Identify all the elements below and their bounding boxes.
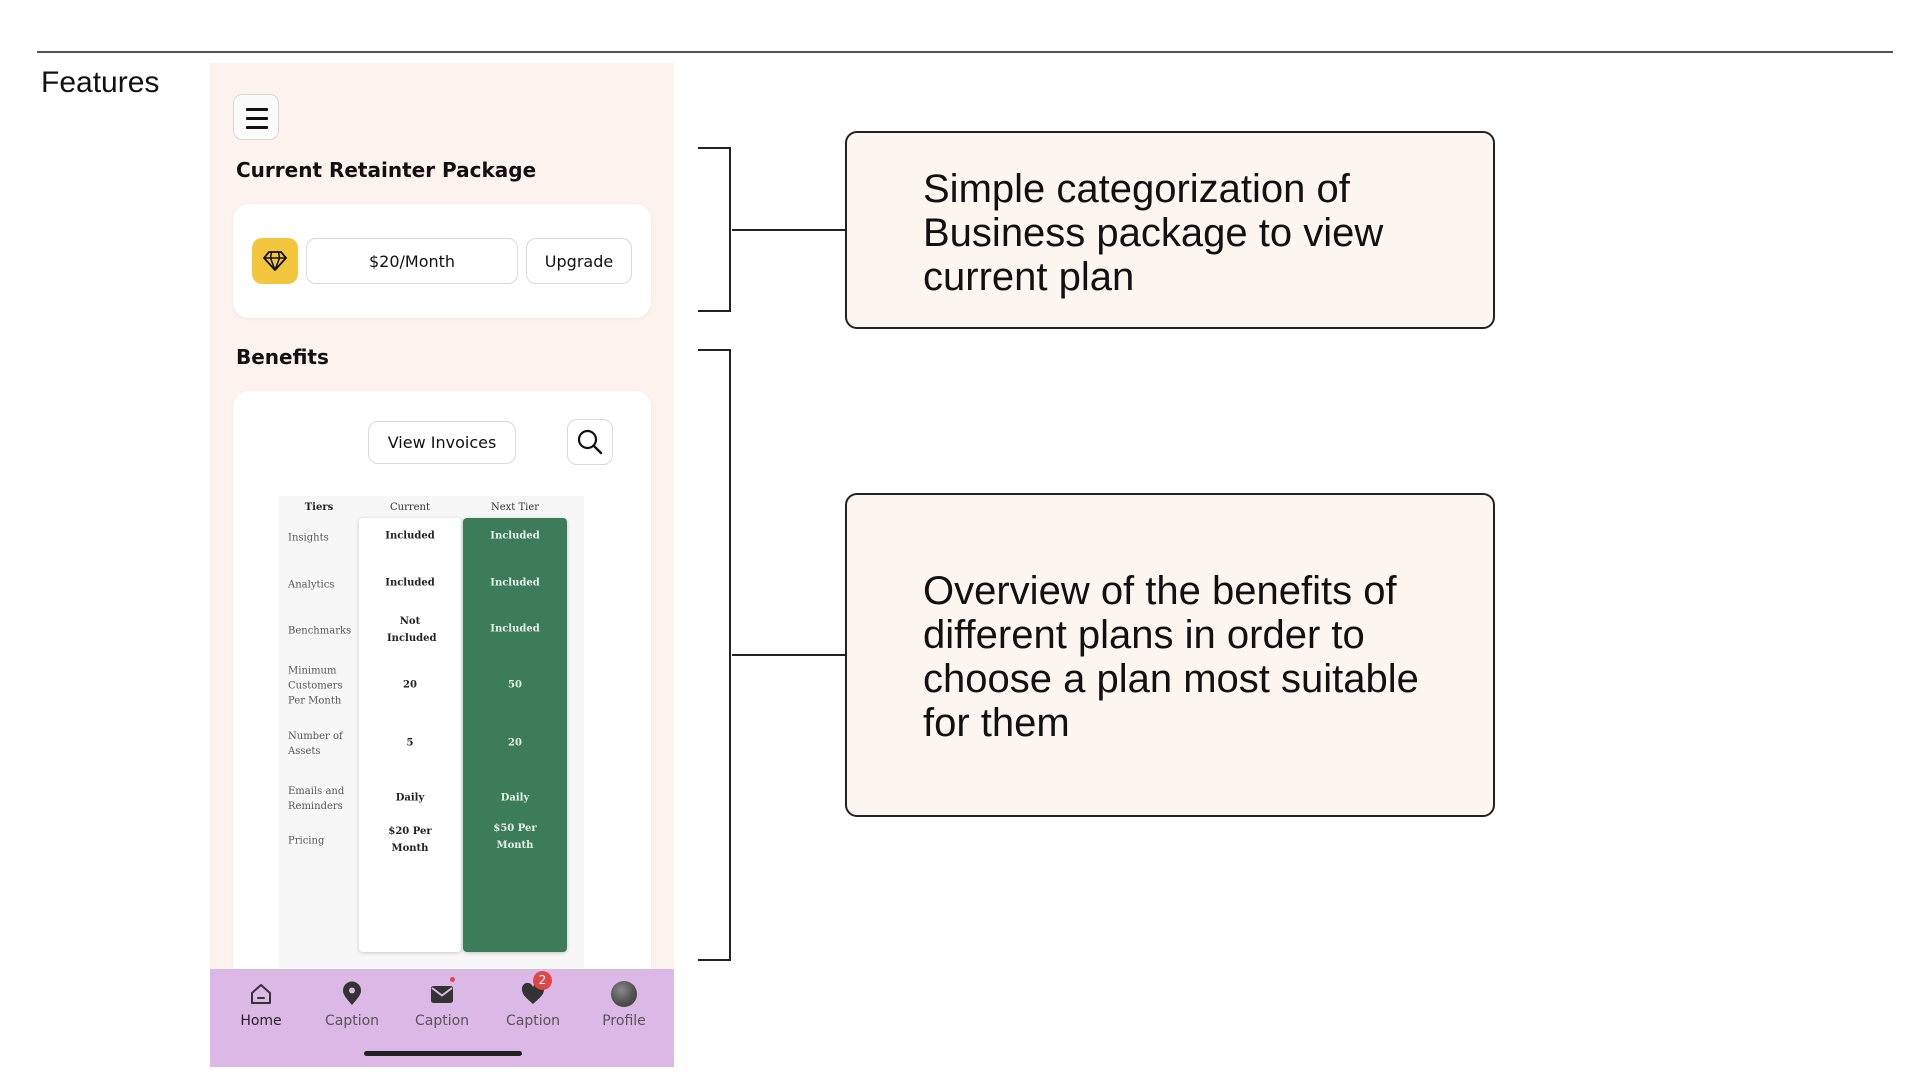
heart-icon: 2 bbox=[518, 971, 552, 1009]
next-tier-value: $50 Per Month bbox=[493, 823, 537, 851]
nav-caption-mail[interactable]: Caption bbox=[402, 977, 482, 1039]
phone-mockup: Current Retainter Package $20/Month Upgr… bbox=[210, 63, 674, 1067]
section-label: Features bbox=[41, 66, 160, 99]
next-tier-column bbox=[463, 518, 567, 952]
nav-label: Caption bbox=[324, 1013, 380, 1029]
annotation-connector bbox=[732, 654, 845, 656]
current-value: 20 bbox=[403, 679, 417, 691]
nav-label: Home bbox=[240, 1013, 282, 1029]
nav-home[interactable]: Home bbox=[221, 979, 301, 1039]
retainer-title: Current Retainter Package bbox=[236, 158, 537, 182]
notification-dot bbox=[450, 977, 455, 982]
next-tier-value: Included bbox=[490, 623, 540, 635]
header-current: Current bbox=[389, 502, 431, 513]
nav-label: Profile bbox=[602, 1013, 646, 1029]
tier-comparison-table: Tiers Current Next Tier Insights Include… bbox=[279, 496, 584, 968]
next-tier-value: 20 bbox=[508, 737, 522, 749]
top-divider bbox=[37, 51, 1893, 53]
nav-label: Caption bbox=[414, 1013, 470, 1029]
current-value: Included bbox=[385, 577, 435, 589]
benefits-title: Benefits bbox=[236, 345, 329, 369]
hamburger-icon-bar bbox=[246, 126, 268, 129]
annotation-bracket bbox=[698, 349, 731, 961]
menu-button[interactable] bbox=[233, 94, 279, 140]
home-icon bbox=[246, 979, 276, 1009]
hamburger-icon bbox=[246, 108, 268, 111]
next-tier-value: Included bbox=[490, 577, 540, 589]
location-pin-icon bbox=[337, 979, 367, 1009]
annotation-bracket bbox=[698, 147, 731, 312]
current-value: Included bbox=[385, 530, 435, 542]
nav-caption-favorites[interactable]: 2 Caption bbox=[493, 971, 573, 1039]
row-label: Emails and Reminders bbox=[288, 786, 345, 812]
search-button[interactable] bbox=[567, 419, 613, 465]
current-value: $20 Per Month bbox=[388, 826, 432, 854]
annotation-text: Overview of the benefits of different pl… bbox=[923, 569, 1419, 745]
avatar bbox=[609, 979, 639, 1009]
current-tier-column bbox=[359, 518, 461, 952]
row-label: Analytics bbox=[288, 579, 335, 591]
bottom-navigation: Home Caption Caption bbox=[210, 969, 674, 1067]
next-tier-value: Included bbox=[490, 530, 540, 542]
plan-card: $20/Month Upgrade bbox=[233, 204, 651, 318]
profile-avatar-image bbox=[611, 981, 637, 1007]
nav-label: Caption bbox=[505, 1013, 561, 1029]
view-invoices-button[interactable]: View Invoices bbox=[368, 421, 516, 464]
annotation-connector bbox=[732, 229, 845, 231]
annotation-text: Simple categorization of Business packag… bbox=[923, 167, 1384, 299]
home-indicator bbox=[364, 1051, 522, 1056]
nav-caption-location[interactable]: Caption bbox=[312, 979, 392, 1039]
next-tier-value: Daily bbox=[500, 792, 530, 804]
mail-icon bbox=[427, 977, 457, 1009]
current-price: $20/Month bbox=[306, 238, 518, 284]
search-icon bbox=[577, 429, 603, 455]
hamburger-icon-bar bbox=[246, 117, 268, 120]
header-tiers: Tiers bbox=[304, 502, 334, 513]
annotation-note: Overview of the benefits of different pl… bbox=[845, 493, 1495, 817]
current-value: Not Included bbox=[387, 616, 437, 644]
row-label: Pricing bbox=[288, 835, 325, 847]
header-next-tier: Next Tier bbox=[490, 502, 540, 513]
current-value: Daily bbox=[395, 792, 425, 804]
benefits-card: View Invoices Tiers Current Next Tier In… bbox=[233, 391, 651, 991]
current-value: 5 bbox=[406, 737, 414, 749]
upgrade-button[interactable]: Upgrade bbox=[526, 238, 632, 284]
nav-profile[interactable]: Profile bbox=[584, 979, 664, 1039]
row-label: Number of Assets bbox=[288, 731, 343, 757]
diamond-icon bbox=[252, 238, 298, 284]
row-label: Benchmarks bbox=[288, 625, 352, 637]
row-label: Insights bbox=[288, 532, 329, 544]
row-label: Minimum Customers Per Month bbox=[288, 665, 343, 707]
next-tier-value: 50 bbox=[508, 679, 522, 691]
annotation-note: Simple categorization of Business packag… bbox=[845, 131, 1495, 329]
notification-badge: 2 bbox=[533, 971, 552, 990]
